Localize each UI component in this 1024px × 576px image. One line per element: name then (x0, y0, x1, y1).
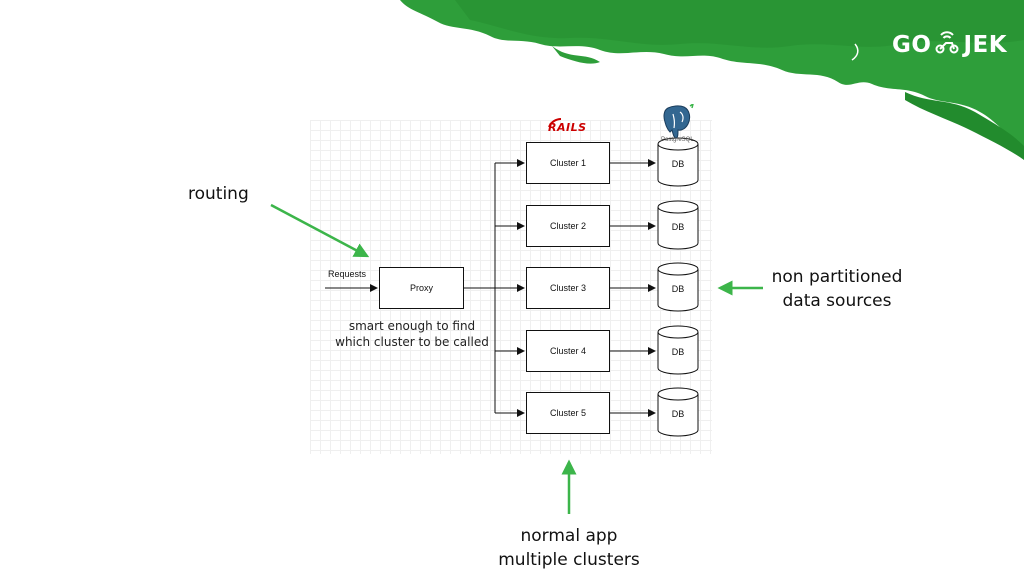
cluster-label: Cluster 2 (549, 221, 586, 231)
proxy-label: Proxy (409, 283, 433, 293)
rails-logo: RAILS (548, 121, 587, 134)
logo-go-text: GO (892, 32, 932, 58)
database-icon (657, 387, 699, 437)
database-icon (657, 325, 699, 375)
database-label: DB (671, 284, 685, 294)
normal-app-callout: normal app multiple clusters (490, 524, 648, 572)
database-label: DB (671, 222, 685, 232)
database-cylinder: DB (657, 200, 699, 250)
cluster-box: Cluster 1 (526, 142, 610, 184)
cluster-box: Cluster 5 (526, 392, 610, 434)
logo-jek-text: JEK (963, 32, 1008, 58)
database-cylinder: DB (657, 325, 699, 375)
rails-logo-text: RAILS (548, 121, 587, 134)
cluster-label: Cluster 4 (549, 346, 586, 356)
database-cylinder: DB (657, 262, 699, 312)
database-cylinder: DB (657, 387, 699, 437)
rails-track-icon (548, 118, 562, 128)
proxy-box: Proxy (379, 267, 464, 309)
database-cylinder: DB (657, 137, 699, 187)
cluster-label: Cluster 5 (549, 408, 586, 418)
proxy-note-line2: which cluster to be called (335, 335, 489, 349)
cluster-label: Cluster 3 (549, 283, 586, 293)
scooter-wifi-icon (935, 31, 959, 54)
database-label: DB (671, 159, 685, 169)
routing-callout: routing (188, 184, 249, 204)
database-label: DB (671, 347, 685, 357)
non-partitioned-line1: non partitioned (771, 267, 903, 287)
cluster-box: Cluster 4 (526, 330, 610, 372)
normal-app-line2: multiple clusters (498, 550, 640, 570)
cluster-box: Cluster 3 (526, 267, 610, 309)
database-icon (657, 137, 699, 187)
non-partitioned-callout: non partitioned data sources (760, 265, 914, 313)
requests-label: Requests (328, 269, 367, 279)
database-icon (657, 200, 699, 250)
postgresql-logo-text: PostgreSQL (661, 137, 694, 143)
postgresql-elephant-icon (663, 104, 694, 139)
proxy-note-line1: smart enough to find (348, 319, 476, 333)
non-partitioned-line2: data sources (782, 291, 892, 311)
database-label: DB (671, 409, 685, 419)
cluster-label: Cluster 1 (549, 158, 586, 168)
database-icon (657, 262, 699, 312)
proxy-note: smart enough to find which cluster to be… (330, 318, 494, 350)
gojek-logo: GO JEK (892, 30, 1007, 60)
normal-app-line1: normal app (520, 526, 618, 546)
cluster-box: Cluster 2 (526, 205, 610, 247)
